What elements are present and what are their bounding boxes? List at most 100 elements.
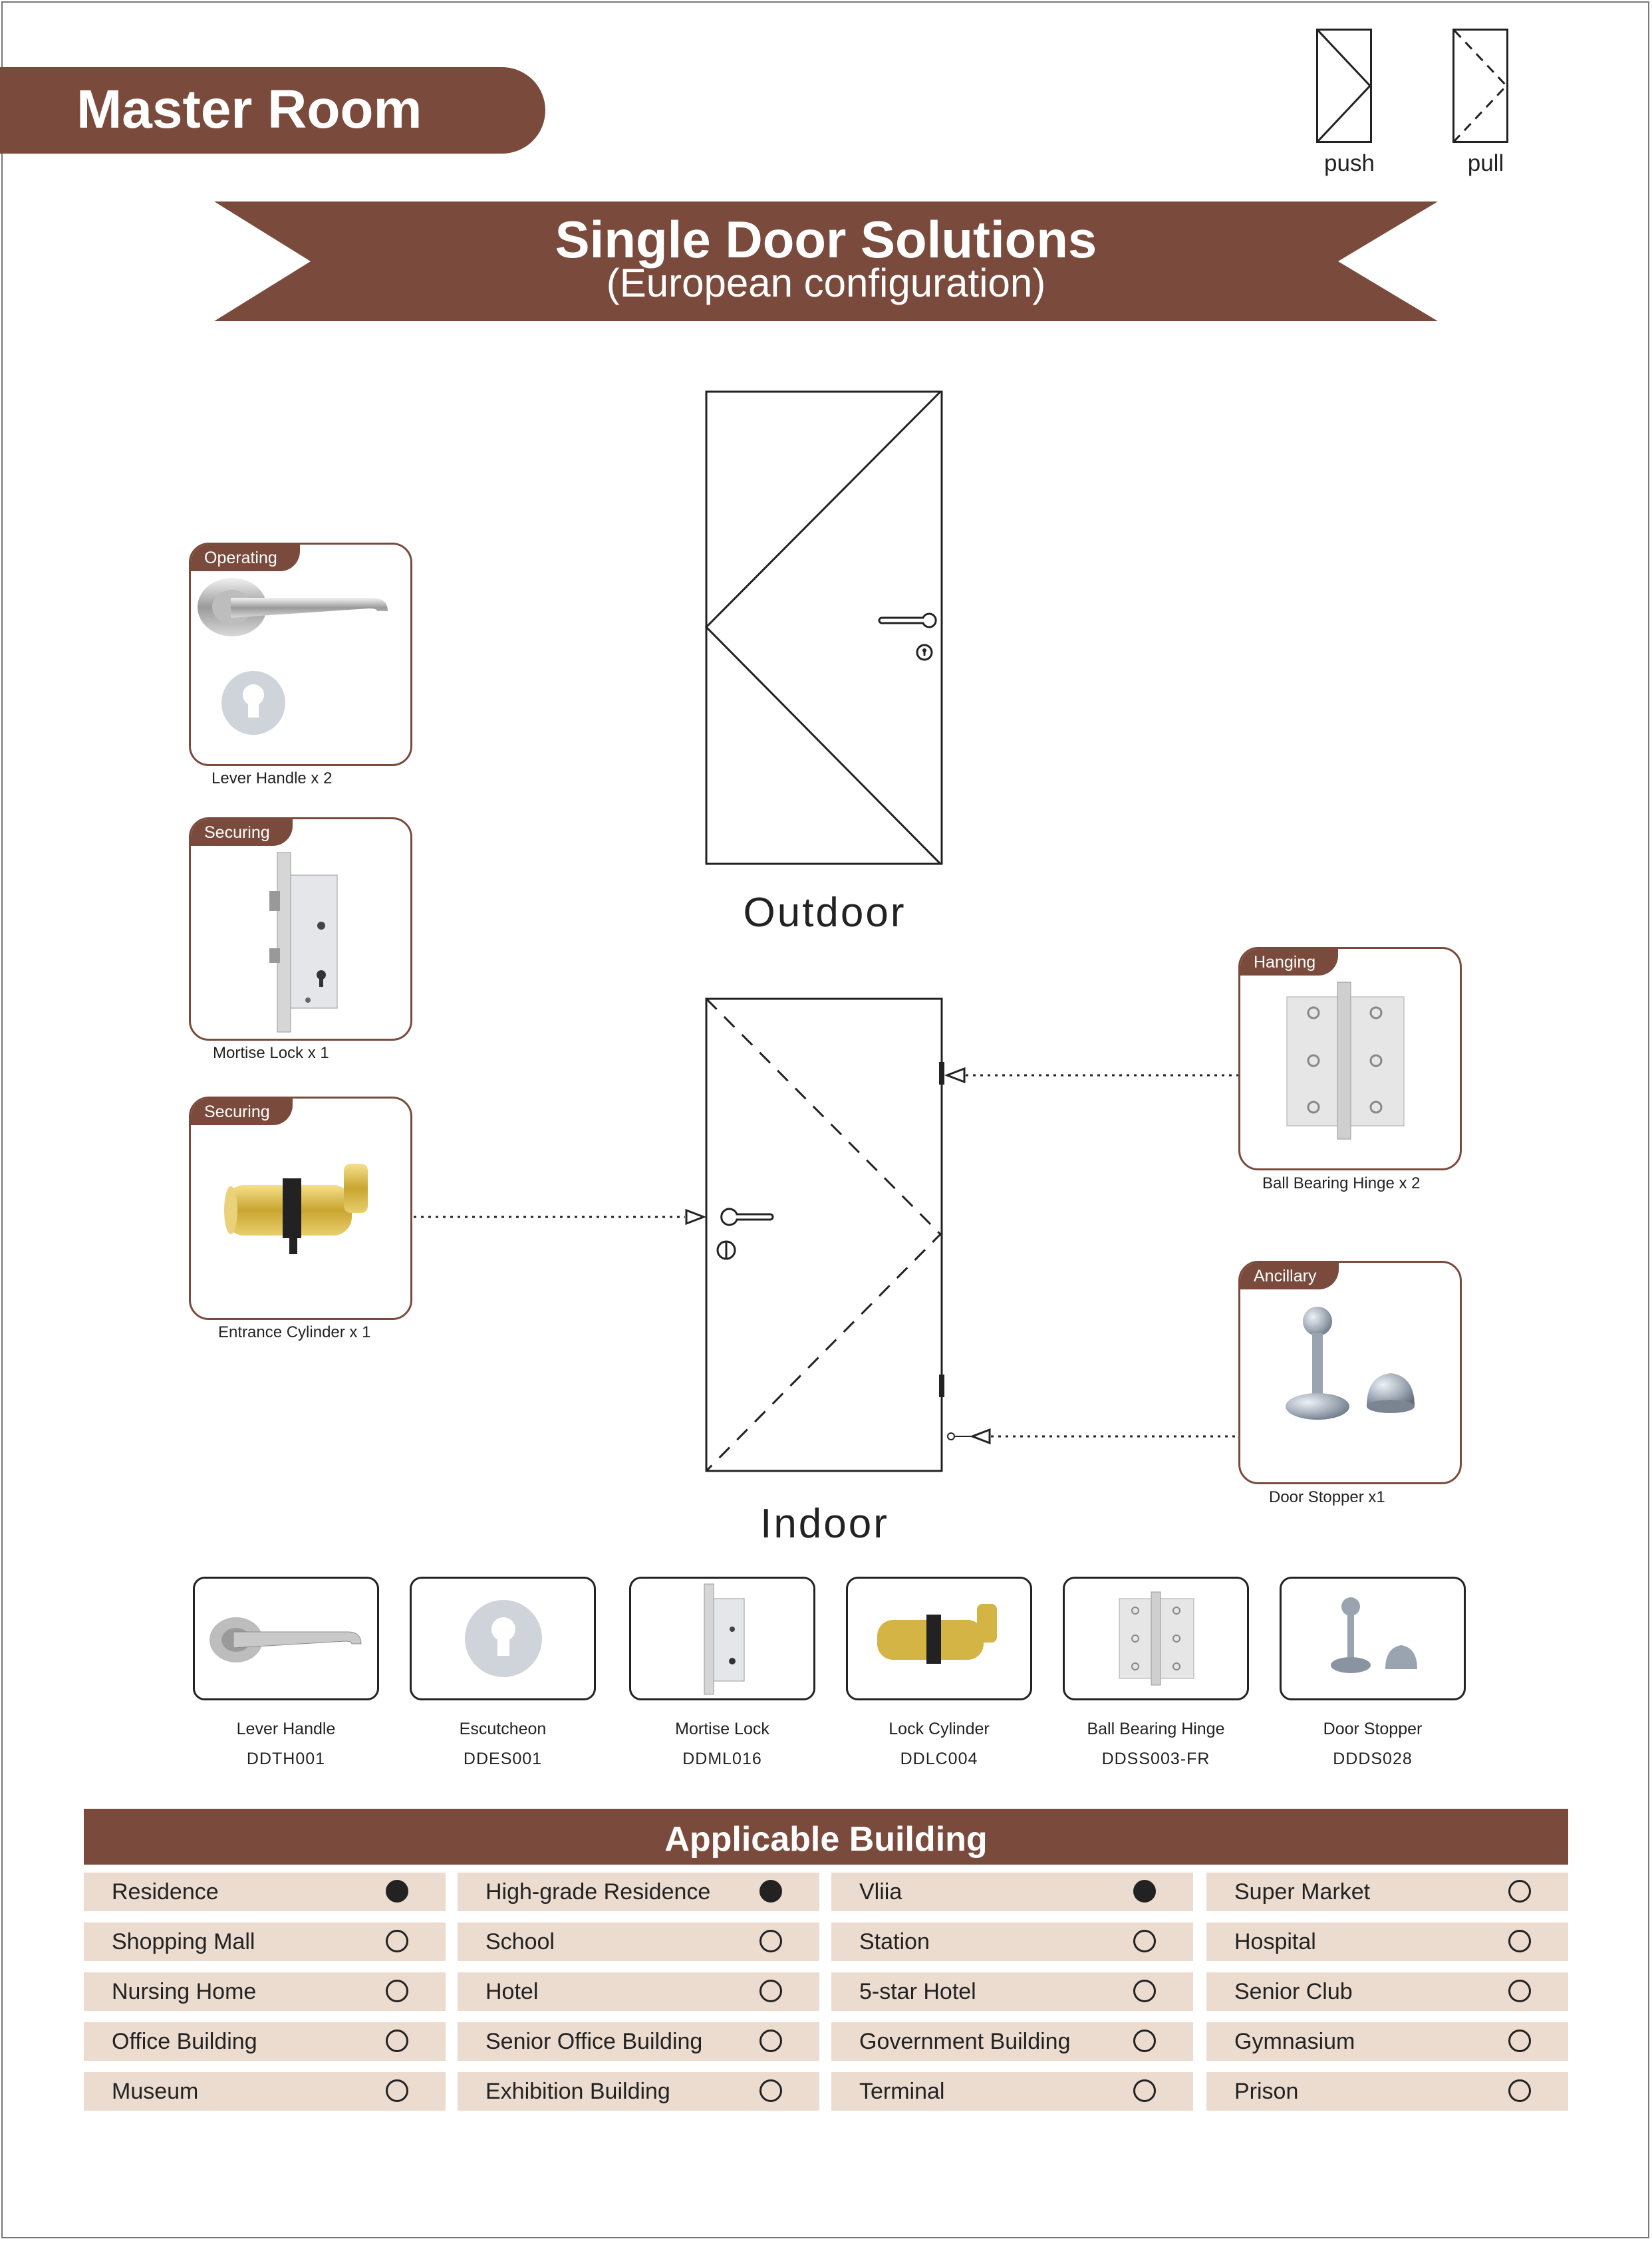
radio-empty-icon[interactable]	[1508, 2079, 1531, 2102]
building-option[interactable]: Terminal	[831, 2072, 1193, 2111]
radio-empty-icon[interactable]	[386, 2079, 408, 2102]
radio-empty-icon[interactable]	[759, 2030, 782, 2052]
door-stopper-icon	[1331, 1597, 1417, 1673]
radio-empty-icon[interactable]	[1133, 1980, 1156, 2002]
building-label: Hospital	[1234, 1929, 1316, 1954]
building-label: Exhibition Building	[485, 2079, 670, 2104]
card-tag: Ancillary	[1240, 1263, 1339, 1289]
product-code: DDDS028	[1333, 1750, 1413, 1768]
pull-legend-icon	[1452, 29, 1508, 143]
radio-empty-icon[interactable]	[1133, 1930, 1156, 1952]
building-option[interactable]: Vliia	[831, 1873, 1193, 1911]
card-securing-cylinder: Securing	[189, 1097, 412, 1320]
building-option[interactable]: Gymnasium	[1206, 2022, 1568, 2061]
building-label: Super Market	[1234, 1879, 1371, 1905]
card-securing-lock: Securing	[189, 817, 412, 1041]
building-option[interactable]: School	[458, 1922, 819, 1961]
building-label: Vliia	[859, 1879, 902, 1905]
banner-subtitle: (European configuration)	[606, 261, 1046, 305]
radio-empty-icon[interactable]	[759, 2079, 782, 2102]
product-tile-lever[interactable]	[193, 1577, 379, 1700]
building-option[interactable]: Government Building	[831, 2022, 1193, 2061]
building-label: Senior Club	[1234, 1979, 1353, 2004]
card-tag: Securing	[191, 1099, 293, 1125]
building-option[interactable]: Office Building	[84, 2022, 446, 2061]
card-caption-lever: Lever Handle x 2	[211, 769, 333, 787]
building-option[interactable]: Museum	[84, 2072, 446, 2111]
radio-empty-icon[interactable]	[386, 2030, 408, 2052]
banner-ribbon	[214, 201, 1438, 321]
connector-lines	[414, 1067, 1238, 1445]
radio-selected-icon[interactable]	[759, 1880, 782, 1903]
door-stopper-icon	[1286, 1307, 1415, 1420]
radio-selected-icon[interactable]	[1133, 1880, 1156, 1903]
product-tile-escutcheon[interactable]	[410, 1577, 596, 1700]
product-tile-stopper[interactable]	[1280, 1577, 1466, 1700]
product-name: Escutcheon	[459, 1720, 547, 1738]
radio-empty-icon[interactable]	[759, 1930, 782, 1952]
building-option[interactable]: 5-star Hotel	[831, 1972, 1193, 2011]
building-label: School	[485, 1929, 555, 1954]
radio-empty-icon[interactable]	[1508, 1880, 1531, 1903]
product-name: Lever Handle	[236, 1720, 336, 1738]
building-label: Prison	[1234, 2079, 1299, 2104]
building-option[interactable]: Nursing Home	[84, 1972, 446, 2011]
building-option[interactable]: Exhibition Building	[458, 2072, 819, 2111]
building-option[interactable]: Residence	[84, 1873, 446, 1911]
radio-empty-icon[interactable]	[759, 1980, 782, 2002]
hinge-icon	[1119, 1591, 1194, 1686]
building-option[interactable]: Shopping Mall	[84, 1922, 446, 1961]
indoor-door-diagram	[705, 997, 944, 1472]
product-name: Door Stopper	[1323, 1720, 1423, 1738]
building-label: 5-star Hotel	[859, 1979, 976, 2004]
lever-handle-icon	[209, 1617, 362, 1662]
building-label: Terminal	[859, 2079, 945, 2104]
building-label: Gymnasium	[1234, 2029, 1355, 2054]
building-label: Residence	[112, 1879, 219, 1905]
card-hanging: Hanging	[1238, 947, 1462, 1170]
building-label: Hotel	[485, 1979, 539, 2004]
product-tile-hinge[interactable]	[1063, 1577, 1249, 1700]
product-name: Mortise Lock	[675, 1720, 769, 1738]
radio-selected-icon[interactable]	[386, 1880, 408, 1903]
radio-empty-icon[interactable]	[1133, 2030, 1156, 2052]
room-title: Master Room	[76, 79, 422, 140]
radio-empty-icon[interactable]	[1508, 1930, 1531, 1952]
building-option[interactable]: High-grade Residence	[458, 1873, 819, 1911]
card-caption-stopper: Door Stopper x1	[1269, 1488, 1385, 1506]
building-option[interactable]: Hospital	[1206, 1922, 1568, 1961]
radio-empty-icon[interactable]	[386, 1930, 408, 1952]
building-option[interactable]: Senior Club	[1206, 1972, 1568, 2011]
building-option[interactable]: Prison	[1206, 2072, 1568, 2111]
radio-empty-icon[interactable]	[1133, 2079, 1156, 2102]
building-option[interactable]: Station	[831, 1922, 1193, 1961]
building-label: Shopping Mall	[112, 1929, 255, 1954]
product-tile-cylinder[interactable]	[846, 1577, 1032, 1700]
building-option[interactable]: Senior Office Building	[458, 2022, 819, 2061]
building-label: Senior Office Building	[485, 2029, 703, 2054]
indoor-label: Indoor	[760, 1501, 889, 1547]
card-caption-hinge: Ball Bearing Hinge x 2	[1262, 1174, 1421, 1192]
building-option[interactable]: Hotel	[458, 1972, 819, 2011]
radio-empty-icon[interactable]	[1508, 1980, 1531, 2002]
card-ancillary: Ancillary	[1238, 1261, 1462, 1484]
building-label: Station	[859, 1929, 930, 1954]
product-code: DDLC004	[900, 1750, 978, 1768]
banner-title: Single Door Solutions	[555, 210, 1097, 269]
radio-empty-icon[interactable]	[1508, 2030, 1531, 2052]
card-tag: Securing	[191, 819, 293, 846]
card-tag: Operating	[191, 545, 300, 571]
applicable-header	[84, 1809, 1568, 1865]
product-tile-mortise[interactable]	[629, 1577, 815, 1700]
cylinder-icon	[877, 1604, 997, 1664]
cylinder-icon	[224, 1164, 368, 1254]
hinge-icon	[1286, 982, 1405, 1140]
mortise-lock-icon	[269, 852, 338, 1033]
product-name: Lock Cylinder	[889, 1720, 990, 1738]
building-label: Nursing Home	[112, 1979, 257, 2004]
radio-empty-icon[interactable]	[386, 1980, 408, 2002]
room-tab	[0, 67, 545, 154]
product-code: DDTH001	[246, 1750, 326, 1768]
card-caption-mortise: Mortise Lock x 1	[213, 1044, 329, 1062]
building-option[interactable]: Super Market	[1206, 1873, 1568, 1911]
